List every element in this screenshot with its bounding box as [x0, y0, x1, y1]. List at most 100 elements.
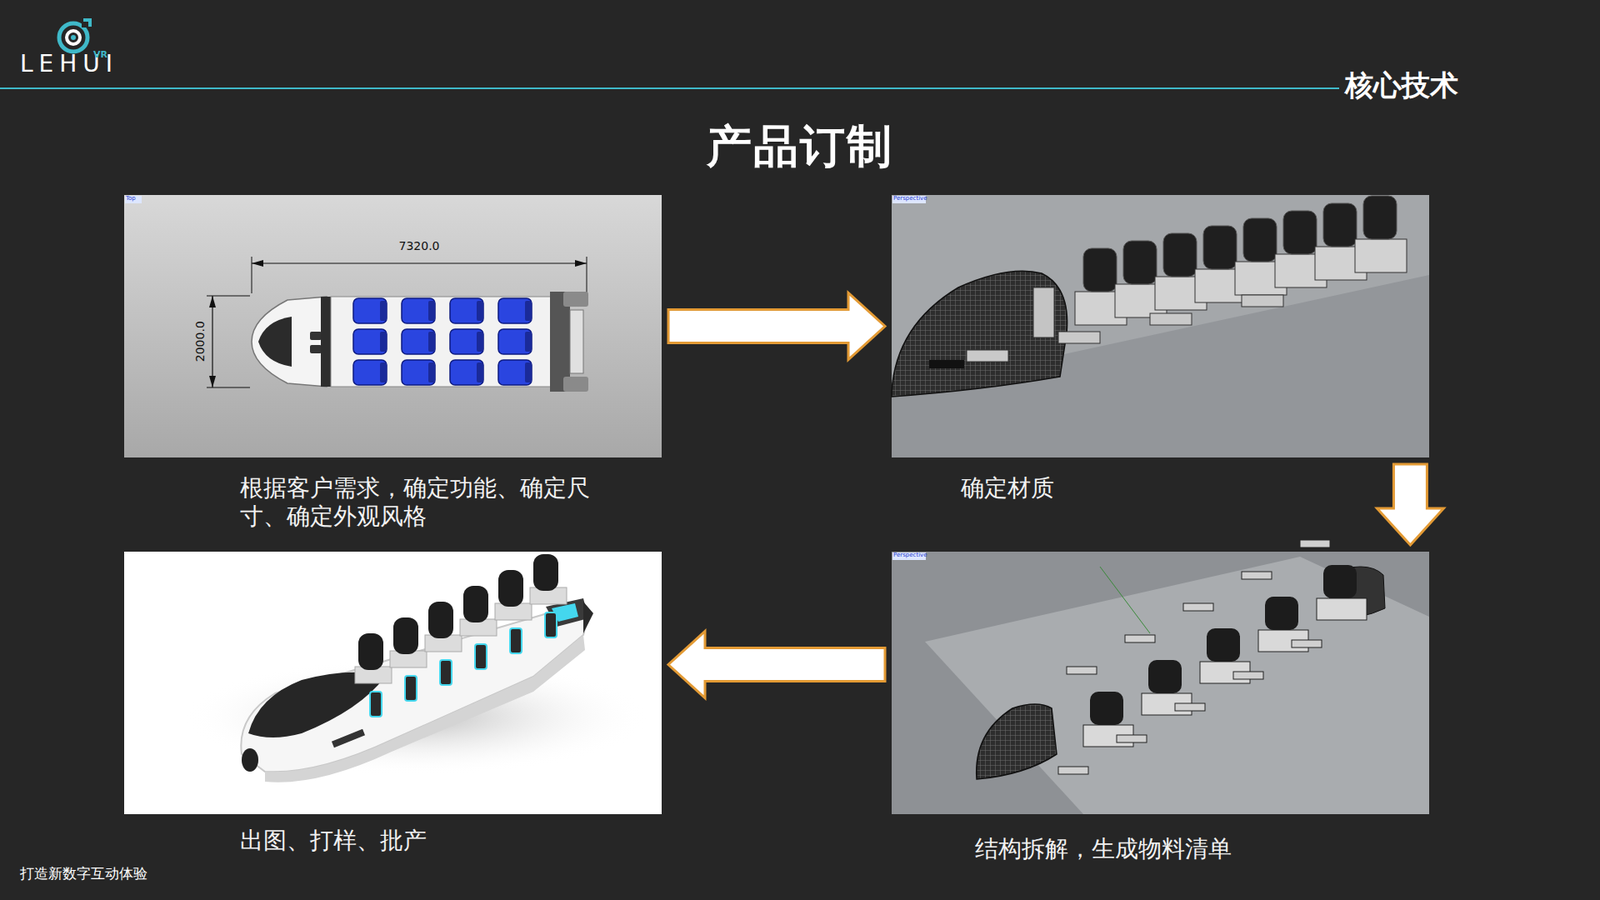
seat-symbol [525, 300, 532, 321]
dimension-label: 7320.0 [399, 240, 440, 253]
seat-grid [353, 298, 532, 385]
seat-symbol [463, 585, 489, 623]
exploded-view [891, 551, 1430, 815]
image-panel: 出图、打样、批产 [124, 551, 662, 815]
seat-symbol [1243, 218, 1277, 262]
light-panel [545, 612, 557, 638]
header-part [83, 20, 90, 27]
header-part [59, 23, 88, 52]
seat-symbol [533, 554, 559, 591]
top-view-drawing-part [310, 331, 322, 340]
top-view-drawing-part [251, 256, 253, 294]
seat-symbol [401, 329, 435, 355]
seat-symbol [1265, 596, 1299, 630]
exploded-view-part [925, 556, 1430, 815]
top-view-drawing-part [320, 296, 331, 387]
top-view-drawing-part [310, 345, 322, 354]
seat-symbol [1323, 203, 1357, 247]
rail-part [1300, 540, 1330, 548]
exploded-view-part [891, 551, 1430, 815]
seat-symbol [393, 617, 419, 655]
seat-symbol [525, 331, 532, 352]
light-panel [475, 644, 487, 670]
final-render-part [583, 601, 594, 634]
section-tag: 核心技术 [1345, 70, 1459, 101]
seat-symbol [380, 300, 387, 321]
seat-symbol [401, 298, 435, 324]
seat-symbol [1323, 565, 1357, 599]
seat-symbol [380, 331, 387, 352]
light-panel [405, 675, 417, 701]
seat-symbol [428, 331, 435, 352]
viewport-label: Perspective [893, 552, 928, 560]
seat-symbol [476, 300, 484, 321]
rail-part [1241, 295, 1284, 307]
exploded-view-part [976, 704, 1057, 780]
material-render-part [891, 195, 1430, 458]
seat-rows [966, 195, 1407, 362]
seat-symbol [476, 362, 484, 383]
seat-symbol [428, 601, 454, 639]
seat-symbol [1083, 248, 1117, 292]
seat-symbol [428, 300, 435, 321]
step-caption: 出图、打样、批产 [240, 826, 590, 855]
rail-part [1058, 331, 1100, 344]
viewport-label: Perspective [893, 195, 928, 203]
final-render-part [241, 748, 259, 772]
footer-note: 打造新数字互动体验 [20, 866, 148, 883]
seat-symbol [1148, 660, 1182, 694]
top-view-drawing-part [125, 195, 142, 204]
top-view-drawing-part [251, 260, 264, 267]
light-panel [510, 628, 522, 654]
flow-arrow [668, 293, 885, 360]
material-render-part [1033, 287, 1055, 338]
seat-symbol [525, 362, 532, 383]
top-view-drawing-part [586, 256, 588, 294]
platform-box [1316, 598, 1367, 620]
rail-part [1058, 766, 1089, 775]
top-view-drawing-part [330, 296, 556, 387]
material-render [891, 195, 1430, 458]
header-part [70, 35, 76, 40]
step-caption: 结构拆解，生成物料清单 [975, 835, 1325, 864]
seat-symbol [358, 633, 384, 670]
light-panel [370, 691, 382, 717]
seat-symbol [1206, 628, 1240, 662]
top-view-drawing-part [124, 195, 662, 458]
header-part [66, 30, 80, 45]
flow-arrow [668, 631, 885, 699]
image-panel: 结构拆解，生成物料清单 [891, 551, 1430, 815]
top-view-drawing-part [251, 296, 327, 387]
top-view-drawing-part [209, 375, 216, 388]
seat-symbol [380, 362, 387, 383]
rail-part [1183, 603, 1214, 611]
slide-title: 产品订制 [706, 116, 894, 178]
seat-symbol [450, 329, 484, 355]
seat-symbol [498, 298, 532, 324]
seat-rows [355, 554, 567, 717]
seat-symbol [1123, 240, 1157, 285]
seat-symbol [498, 570, 524, 607]
top-view-drawing-part [251, 262, 587, 264]
light-panel [440, 660, 452, 685]
rail-part [1116, 735, 1147, 743]
final-render [124, 551, 662, 815]
step-caption: 确定材质 [960, 474, 1211, 503]
top-view-drawing-part [206, 295, 250, 297]
image-panel: 确定材质 [891, 195, 1430, 458]
header-part [0, 87, 1340, 90]
seat-symbol [401, 360, 435, 385]
rail-part [1241, 571, 1272, 580]
top-view-drawing-part [570, 310, 584, 374]
logo-badge: VR [93, 50, 108, 60]
top-view-drawing-part [258, 316, 292, 367]
top-view-drawing-part [206, 387, 250, 389]
header [0, 19, 1340, 89]
seat-symbol [450, 360, 484, 385]
seat-symbol [353, 298, 387, 324]
rail-part [966, 350, 1009, 362]
top-view-drawing-part [563, 291, 589, 307]
material-render-part [891, 270, 1068, 397]
viewport-label: Top [125, 195, 136, 203]
seat-symbol [353, 329, 387, 355]
